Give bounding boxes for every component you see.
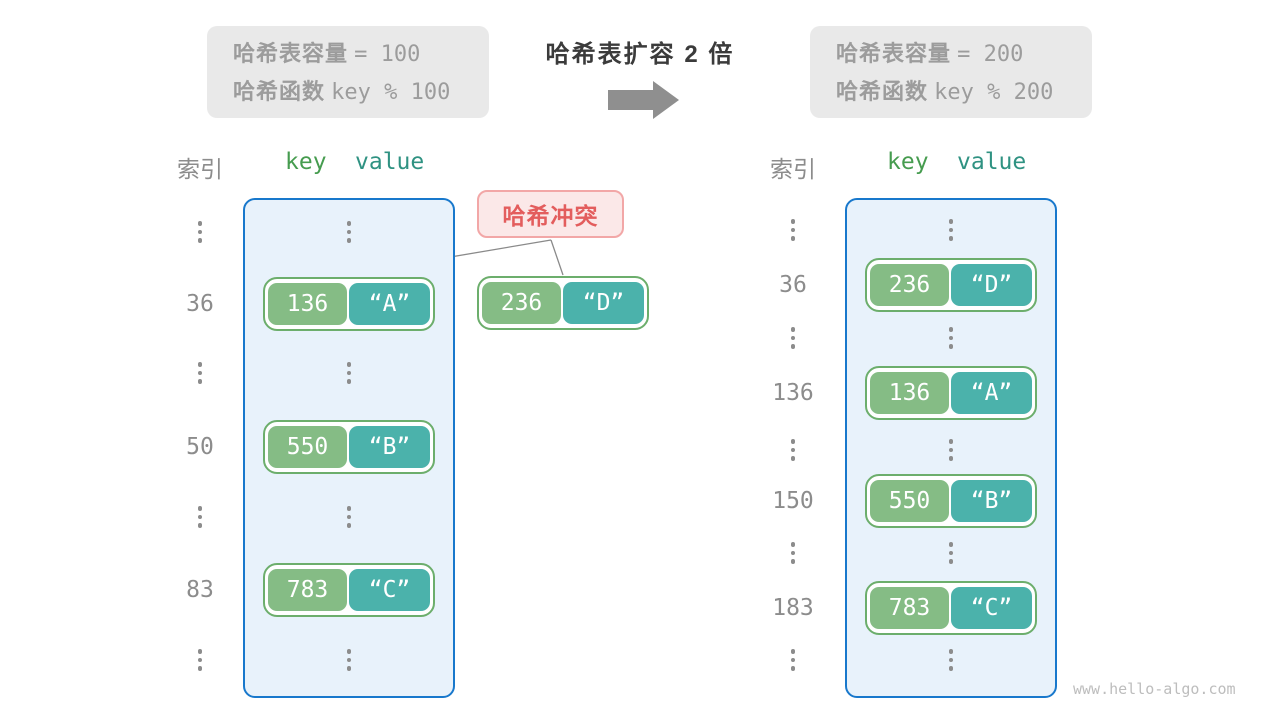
pair-key: 136 xyxy=(870,372,949,414)
right-index-header: 索引 xyxy=(770,156,816,182)
pair-136-A: 136 “A” xyxy=(865,366,1037,420)
ellipsis-dots xyxy=(197,221,203,243)
old-capacity-line: 哈希表容量 = 100 xyxy=(233,35,489,73)
pair-value: “D” xyxy=(563,282,644,324)
pair-key: 550 xyxy=(870,480,949,522)
ellipsis-dots xyxy=(197,649,203,671)
ellipsis-dots xyxy=(197,506,203,528)
index-label: 36 xyxy=(186,291,214,317)
pair-783-C: 783 “C” xyxy=(865,581,1037,635)
ellipsis-dots xyxy=(346,506,352,528)
right-value-header: value xyxy=(957,149,1027,175)
left-key-header: key xyxy=(285,149,327,175)
ellipsis-dots xyxy=(346,649,352,671)
new-hash-fn-line: 哈希函数 key % 200 xyxy=(836,73,1092,111)
new-capacity-label: 哈希表容量 xyxy=(836,41,952,66)
ellipsis-dots xyxy=(948,649,954,671)
new-capacity-value: = 200 xyxy=(957,42,1024,67)
pair-value: “C” xyxy=(951,587,1032,629)
index-label: 36 xyxy=(779,272,807,298)
ellipsis-dots xyxy=(948,439,954,461)
new-hash-config-box: 哈希表容量 = 200 哈希函数 key % 200 xyxy=(810,26,1092,118)
old-hash-config-box: 哈希表容量 = 100 哈希函数 key % 100 xyxy=(207,26,489,118)
old-capacity-value: = 100 xyxy=(354,42,421,67)
old-hash-fn-line: 哈希函数 key % 100 xyxy=(233,73,489,111)
new-hash-fn-label: 哈希函数 xyxy=(836,79,929,104)
left-index-header: 索引 xyxy=(177,156,223,182)
old-hash-fn-label: 哈希函数 xyxy=(233,79,326,104)
ellipsis-dots xyxy=(790,542,796,564)
ellipsis-dots xyxy=(790,439,796,461)
new-capacity-line: 哈希表容量 = 200 xyxy=(836,35,1092,73)
pair-key: 783 xyxy=(268,569,347,611)
pair-value: “A” xyxy=(951,372,1032,414)
pair-value: “C” xyxy=(349,569,430,611)
ellipsis-dots xyxy=(790,649,796,671)
pair-236-D-colliding: 236 “D” xyxy=(477,276,649,330)
watermark: www.hello-algo.com xyxy=(1073,680,1236,698)
left-value-header: value xyxy=(355,149,425,175)
index-label: 150 xyxy=(772,488,814,514)
index-label: 83 xyxy=(186,577,214,603)
old-capacity-label: 哈希表容量 xyxy=(233,41,349,66)
old-hash-fn-value: key % 100 xyxy=(331,80,451,105)
index-label: 136 xyxy=(772,380,814,406)
hash-collision-callout: 哈希冲突 xyxy=(477,190,624,238)
ellipsis-dots xyxy=(948,219,954,241)
pair-value: “A” xyxy=(349,283,430,325)
index-label: 183 xyxy=(772,595,814,621)
ellipsis-dots xyxy=(948,327,954,349)
right-arrow-icon xyxy=(608,81,679,119)
ellipsis-dots xyxy=(197,362,203,384)
pair-783-C: 783 “C” xyxy=(263,563,435,617)
pair-136-A: 136 “A” xyxy=(263,277,435,331)
index-label: 50 xyxy=(186,434,214,460)
ellipsis-dots xyxy=(346,221,352,243)
ellipsis-dots xyxy=(346,362,352,384)
ellipsis-dots xyxy=(790,327,796,349)
diagram-title: 哈希表扩容 2 倍 xyxy=(545,41,735,68)
pair-550-B: 550 “B” xyxy=(263,420,435,474)
pair-value: “B” xyxy=(951,480,1032,522)
ellipsis-dots xyxy=(948,542,954,564)
pair-key: 136 xyxy=(268,283,347,325)
pair-236-D: 236 “D” xyxy=(865,258,1037,312)
new-hash-fn-value: key % 200 xyxy=(934,80,1054,105)
right-key-header: key xyxy=(887,149,929,175)
pair-value: “B” xyxy=(349,426,430,468)
pair-key: 550 xyxy=(268,426,347,468)
pair-key: 236 xyxy=(482,282,561,324)
pair-key: 783 xyxy=(870,587,949,629)
pair-value: “D” xyxy=(951,264,1032,306)
ellipsis-dots xyxy=(790,219,796,241)
pair-550-B: 550 “B” xyxy=(865,474,1037,528)
pair-key: 236 xyxy=(870,264,949,306)
